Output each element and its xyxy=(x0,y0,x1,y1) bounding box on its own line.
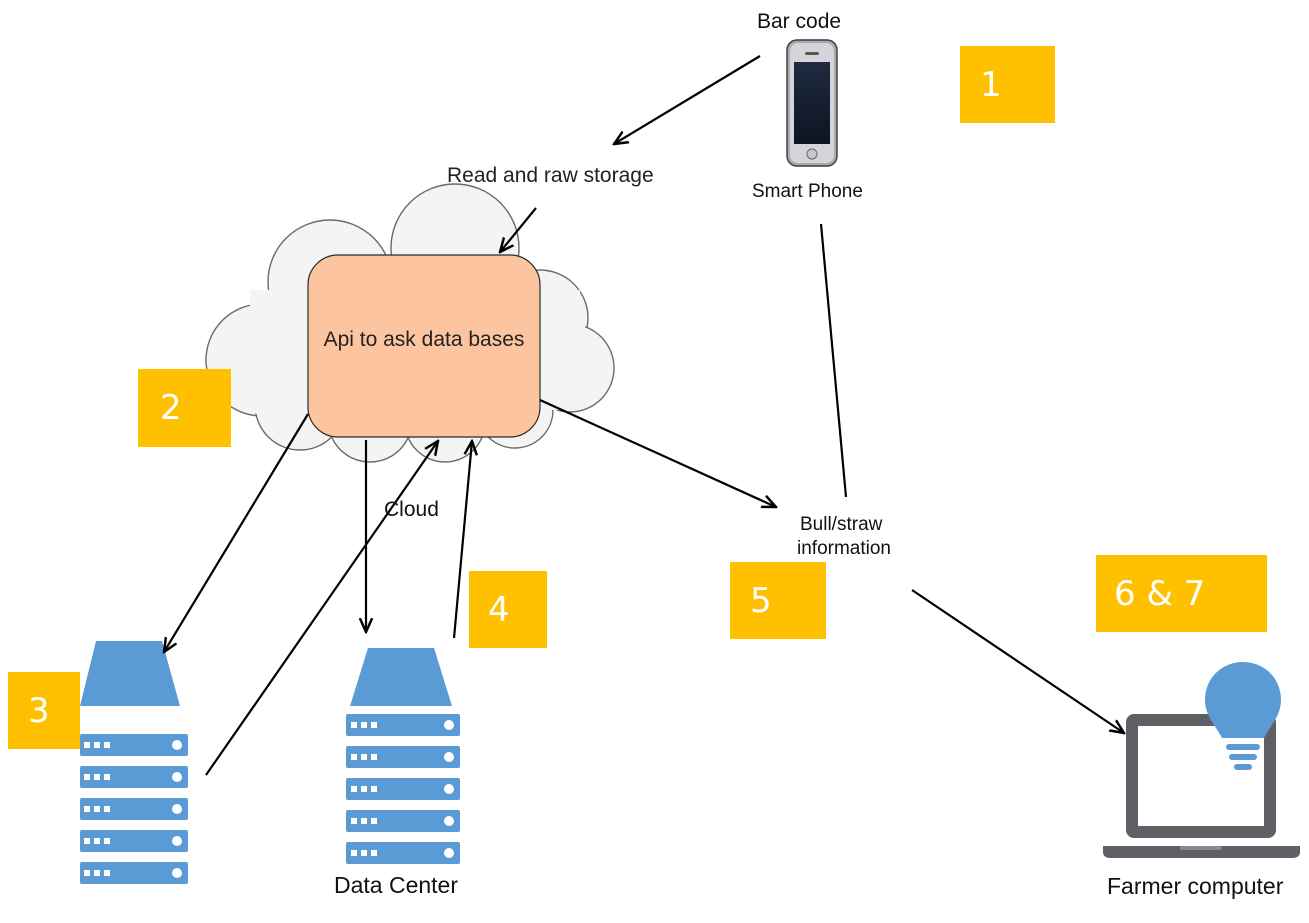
lightbulb-icon xyxy=(1205,662,1281,770)
label-farmer-computer: Farmer computer xyxy=(1107,873,1284,899)
label-read-raw-storage: Read and raw storage xyxy=(447,164,654,187)
step-badge-2: 2 xyxy=(138,369,231,447)
server-stack-data-center-icon xyxy=(346,648,460,864)
line-phone-to-bull-info xyxy=(819,223,848,498)
label-smart-phone: Smart Phone xyxy=(752,181,863,202)
label-bull-straw-line2: information xyxy=(797,538,891,559)
arrow-server-left-to-api xyxy=(205,441,438,776)
arrow-data-center-to-api xyxy=(452,441,472,639)
step-badge-5: 5 xyxy=(730,562,826,639)
api-box xyxy=(307,254,541,438)
arrow-bull-info-to-laptop xyxy=(911,589,1124,733)
server-stack-left-icon xyxy=(80,641,188,884)
laptop-icon xyxy=(1103,714,1300,858)
arrow-api-to-bull-info xyxy=(539,398,776,507)
step-badge-3: 3 xyxy=(8,672,80,749)
label-bull-straw-line1: Bull/straw xyxy=(800,514,883,535)
arrow-phone-to-storage xyxy=(614,55,761,144)
label-api: Api to ask data bases xyxy=(323,328,525,351)
label-bar-code: Bar code xyxy=(757,10,842,33)
smart-phone-icon xyxy=(786,39,838,167)
step-badge-6-7: 6 & 7 xyxy=(1096,555,1267,632)
step-badge-1: 1 xyxy=(960,46,1055,123)
arrow-api-to-server-left xyxy=(164,413,309,652)
step-badge-4: 4 xyxy=(469,571,547,648)
arrow-storage-to-api xyxy=(500,207,537,252)
label-cloud: Cloud xyxy=(384,498,439,521)
label-data-center: Data Center xyxy=(334,872,459,898)
